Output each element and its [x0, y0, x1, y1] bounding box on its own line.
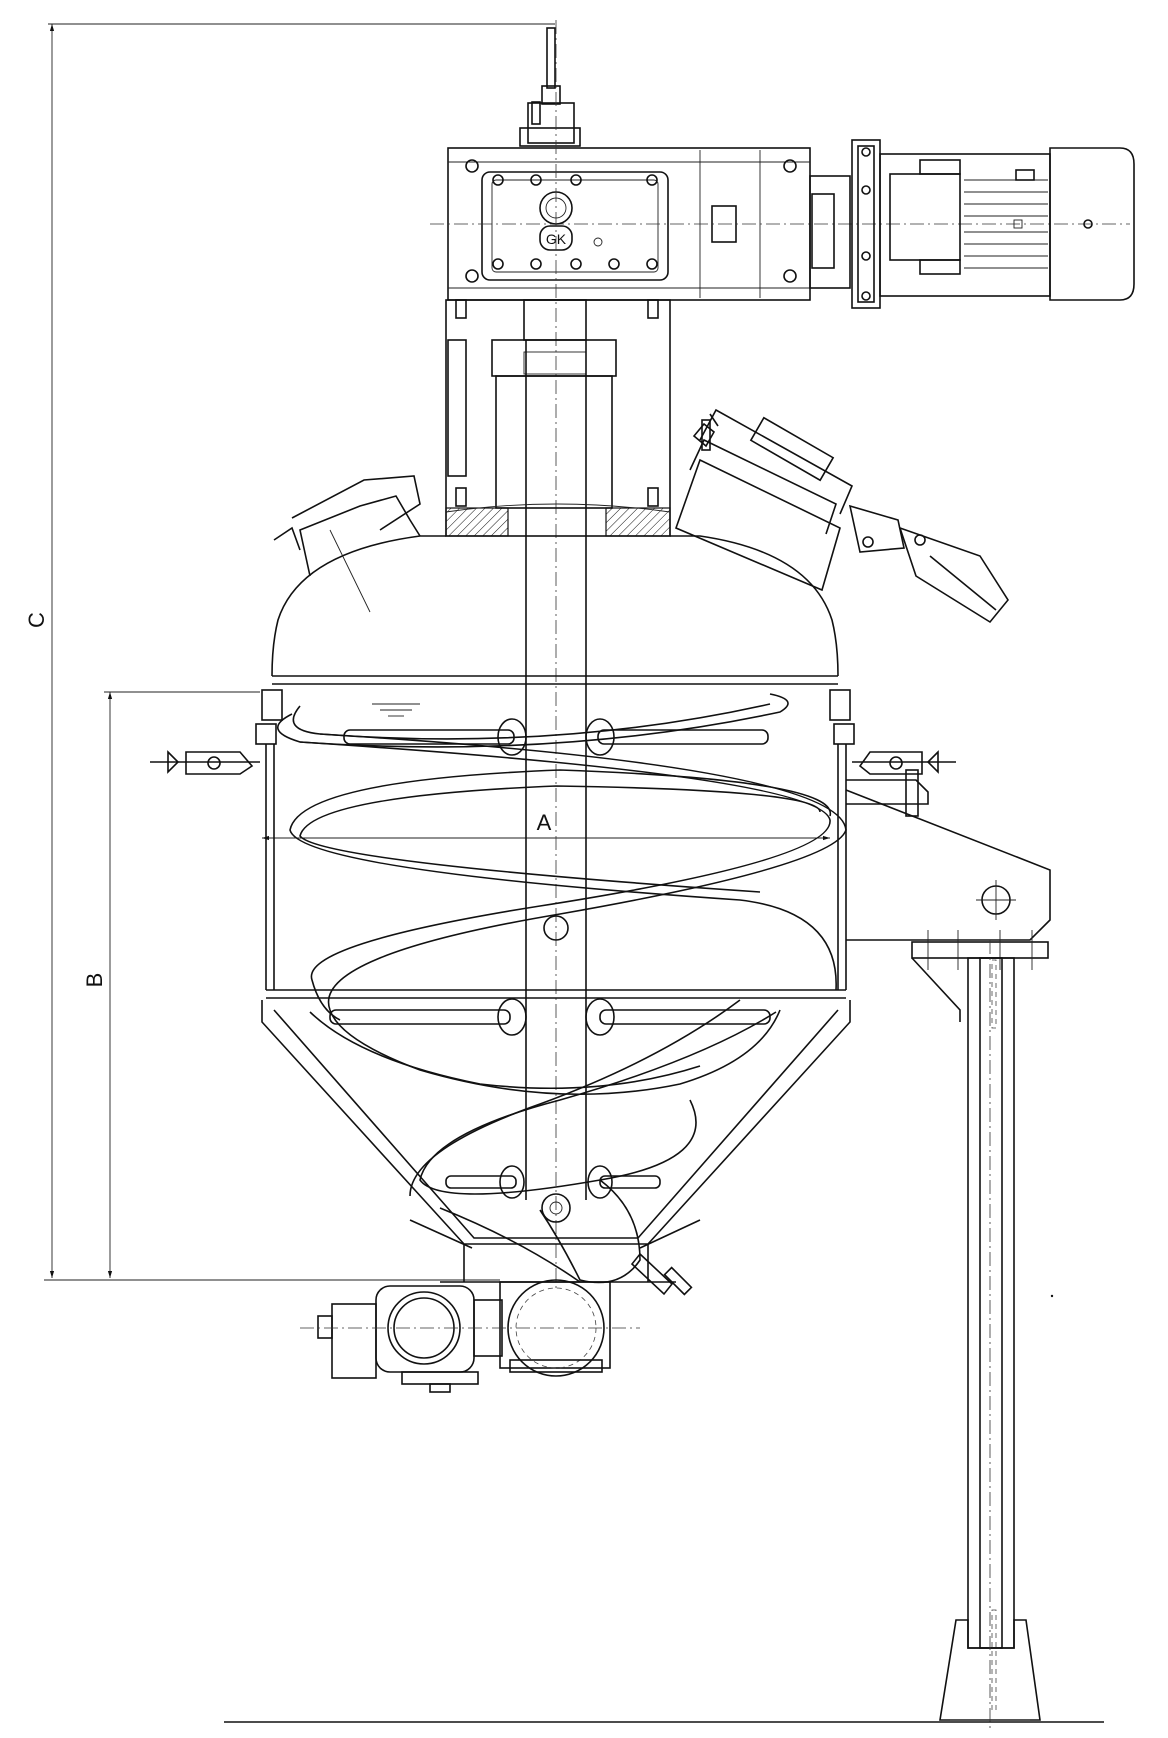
dimension-c-label: C	[24, 612, 49, 628]
dimension-a: A	[262, 810, 830, 841]
inlet-nozzle-left	[273, 475, 421, 613]
bottom-discharge-valve	[300, 1279, 640, 1393]
helical-ribbon-agitator	[277, 693, 847, 1284]
dimension-a-label: A	[537, 810, 552, 835]
sampling-nozzle	[630, 1252, 693, 1296]
electric-motor	[809, 139, 1135, 309]
clamp-left	[150, 750, 260, 775]
vessel-body	[255, 503, 855, 1283]
dimension-c: C	[24, 23, 555, 1278]
inspection-hatch	[674, 408, 1009, 624]
dimension-b-label: B	[82, 973, 107, 988]
liquid-level-mark	[372, 703, 420, 717]
support-frame	[845, 769, 1051, 1730]
dimension-b: B	[44, 691, 500, 1281]
gearbox: GK	[430, 20, 1130, 1290]
agitator-shaft	[525, 340, 587, 1223]
clamp-right	[852, 750, 956, 775]
drive-shaft-top	[519, 27, 581, 147]
lantern-housing	[445, 299, 671, 537]
reference-dot	[1050, 1294, 1054, 1298]
